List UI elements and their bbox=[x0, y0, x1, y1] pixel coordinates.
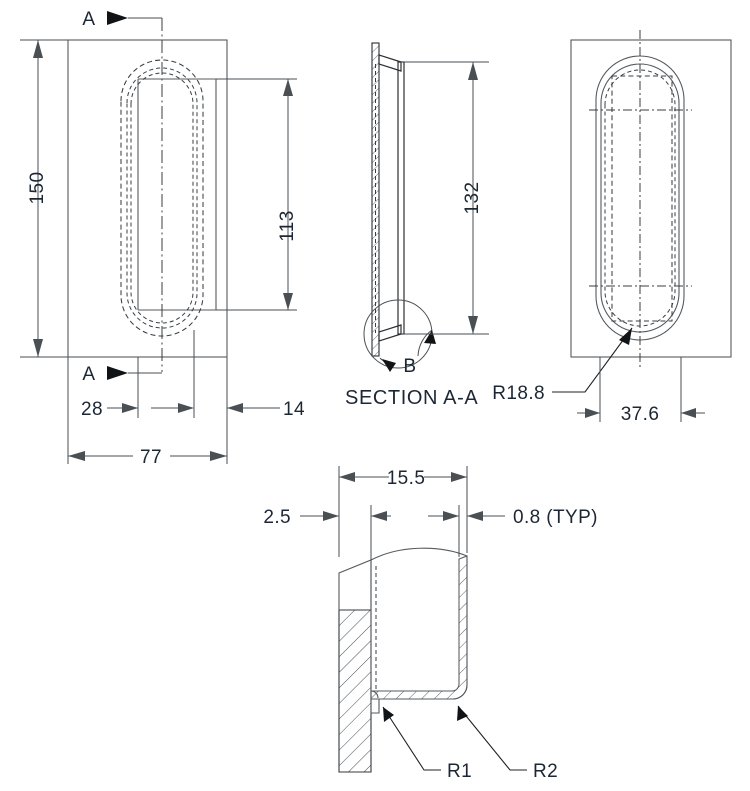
rear-hidden-rect bbox=[611, 75, 673, 322]
dimension-132: 132 bbox=[401, 61, 489, 335]
dimension-113: 113 bbox=[216, 78, 298, 311]
rear-view: R18.8 37.6 bbox=[492, 30, 732, 425]
detail-view-b: 15.5 2.5 0.8 (TYP) bbox=[263, 466, 598, 782]
dimension-r1: R1 bbox=[382, 706, 472, 782]
dimension-14-text: 14 bbox=[283, 399, 305, 420]
detail-flange-upper bbox=[338, 559, 372, 610]
front-hidden-oblong-outer bbox=[120, 59, 204, 337]
section-mark-a-top: A bbox=[82, 9, 162, 30]
section-top-lip bbox=[378, 54, 402, 72]
dimension-376: 37.6 bbox=[577, 357, 705, 425]
dimension-14: 14 bbox=[226, 357, 305, 420]
dimension-150: 150 bbox=[20, 39, 68, 358]
dimension-376-text: 37.6 bbox=[621, 404, 660, 425]
dimension-r188-text: R18.8 bbox=[492, 383, 545, 404]
section-wall-right bbox=[397, 61, 405, 335]
detail-r1-notch bbox=[370, 699, 380, 714]
dimension-r2: R2 bbox=[457, 705, 558, 782]
detail-wall-hatched bbox=[370, 555, 468, 700]
detail-mark-b: B bbox=[379, 329, 436, 377]
section-caption: SECTION A-A bbox=[345, 387, 478, 409]
dimension-08: 0.8 (TYP) bbox=[428, 505, 598, 557]
section-label-a-top: A bbox=[82, 9, 95, 30]
dimension-r2-text: R2 bbox=[533, 761, 558, 782]
section-label-a-bottom: A bbox=[82, 364, 95, 385]
dimension-25: 2.5 bbox=[263, 505, 391, 560]
section-mark-a-bottom: A bbox=[82, 364, 162, 385]
dimension-r188: R18.8 bbox=[492, 327, 633, 404]
dimension-150-text: 150 bbox=[27, 172, 48, 205]
dimension-28: 28 bbox=[81, 330, 195, 420]
dimension-155-text: 15.5 bbox=[387, 468, 426, 489]
dimension-155: 15.5 bbox=[338, 466, 468, 557]
detail-channel-outer bbox=[370, 547, 468, 700]
detail-label-b: B bbox=[403, 356, 416, 377]
rear-plate-outline bbox=[570, 39, 732, 358]
dimension-113-text: 113 bbox=[277, 210, 298, 242]
front-hidden-oblong-inner bbox=[126, 67, 198, 329]
dimension-77: 77 bbox=[67, 357, 228, 468]
front-inner-rect bbox=[138, 78, 217, 311]
rear-oblong-hidden bbox=[604, 69, 676, 327]
section-view-aa: B 132 SECTION A-A bbox=[345, 42, 489, 409]
dimension-08-text: 0.8 (TYP) bbox=[513, 507, 598, 528]
front-plate-outline bbox=[67, 39, 228, 358]
dimension-r1-text: R1 bbox=[447, 761, 472, 782]
dimension-77-text: 77 bbox=[140, 447, 162, 468]
rear-oblong-outer bbox=[595, 55, 685, 341]
dimension-25-text: 2.5 bbox=[263, 507, 291, 528]
rear-oblong-inner bbox=[600, 63, 680, 333]
detail-r1-fillet bbox=[370, 690, 379, 699]
detail-flange-slab bbox=[338, 609, 372, 773]
dimension-132-text: 132 bbox=[462, 182, 483, 215]
dimension-28-text: 28 bbox=[81, 399, 103, 420]
front-view: A A 150 bbox=[20, 9, 305, 468]
